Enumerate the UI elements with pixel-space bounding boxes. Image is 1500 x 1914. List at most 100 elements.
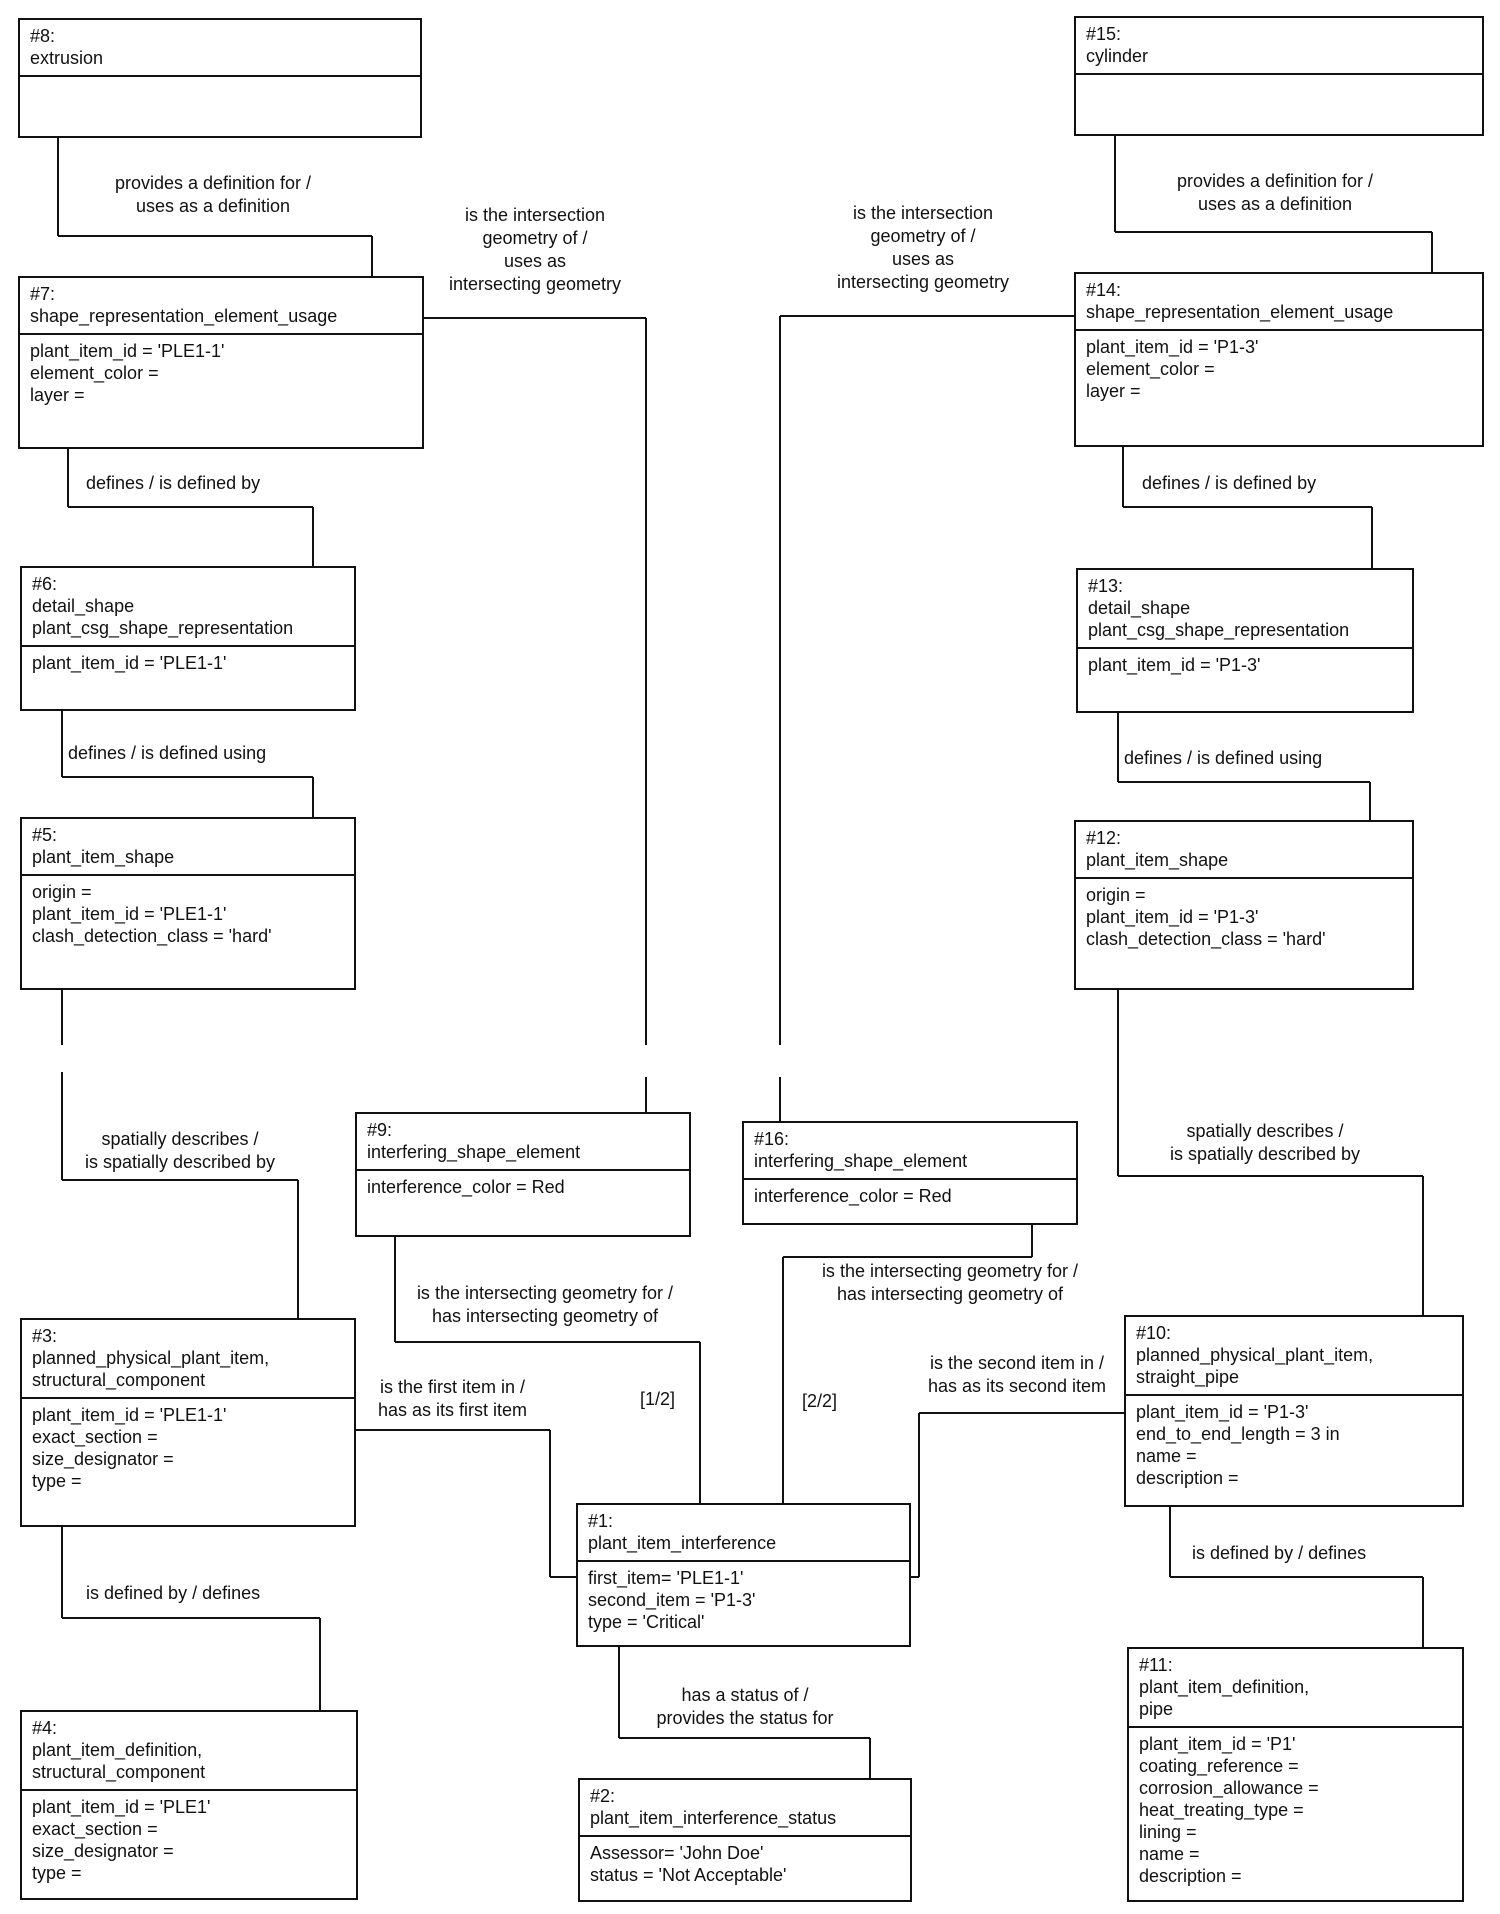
relation-label-line: is the first item in / [379, 1377, 526, 1397]
relation-label-line: uses as a definition [135, 196, 291, 216]
entity-attribute: corrosion_allowance = [1139, 1778, 1319, 1798]
entity-attribute: plant_item_id = 'P1-3' [1136, 1402, 1309, 1422]
relation-label-line: has as its second item [927, 1376, 1107, 1396]
relation-label-3-4: is defined by / defines [86, 1582, 260, 1605]
relation-label-9-1: is the intersecting geometry for /has in… [390, 1282, 700, 1328]
relation-label-line: is the intersection [464, 205, 606, 225]
entity-attributes: interference_color = Red [357, 1171, 689, 1202]
entity-attribute: size_designator = [32, 1449, 174, 1469]
entity-header: #16:interfering_shape_element [744, 1123, 1076, 1180]
entity-attributes: plant_item_id = 'P1'coating_reference =c… [1129, 1728, 1462, 1891]
entity-attribute: plant_item_id = 'P1-3' [1088, 655, 1261, 675]
entity-8-extrusion: #8:extrusion [18, 18, 422, 138]
entity-id: #6: [32, 574, 58, 594]
entity-type-name: pipe [1139, 1699, 1174, 1719]
relation-label-line: uses as a definition [1197, 194, 1353, 214]
relation-label-line: spatially describes / [1186, 1121, 1344, 1141]
entity-header: #12:plant_item_shape [1076, 822, 1412, 879]
entity-type-name: detail_shape [32, 596, 135, 616]
entity-type-name: plant_item_shape [32, 847, 175, 867]
entity-attribute: plant_item_id = 'P1-3' [1086, 907, 1259, 927]
entity-type-name: planned_physical_plant_item, [32, 1348, 270, 1368]
entity-type-name: shape_representation_element_usage [30, 306, 338, 326]
relation-label-16-1: is the intersecting geometry for /has in… [795, 1260, 1105, 1306]
entity-attribute: second_item = 'P1-3' [588, 1590, 756, 1610]
entity-id: #9: [367, 1120, 393, 1140]
relation-label-line: is defined by / defines [1192, 1543, 1367, 1563]
entity-attribute: layer = [1086, 381, 1141, 401]
entity-header: #11:plant_item_definition,pipe [1129, 1649, 1462, 1728]
entity-attributes: plant_item_id = 'PLE1-1'exact_section =s… [22, 1399, 354, 1496]
entity-type-name: cylinder [1086, 46, 1149, 66]
entity-15-cylinder: #15:cylinder [1074, 16, 1484, 136]
entity-9-interfering-shape-element: #9:interfering_shape_element interference… [355, 1112, 691, 1237]
entity-4-plant-item-definition: #4:plant_item_definition,structural_comp… [20, 1710, 358, 1900]
relation-label-3-1: is the first item in / has as its first i… [360, 1376, 545, 1422]
entity-3-planned-physical-plant-item: #3:planned_physical_plant_item,structura… [20, 1318, 356, 1527]
entity-attribute: plant_item_id = 'PLE1-1' [32, 904, 227, 924]
entity-attribute: type = [32, 1863, 82, 1883]
entity-id: #10: [1136, 1323, 1172, 1343]
entity-attribute: layer = [30, 385, 85, 405]
entity-id: #4: [32, 1718, 58, 1738]
entity-attribute: name = [1136, 1446, 1197, 1466]
relation-label-line: has a status of / [681, 1685, 809, 1705]
entity-attribute: plant_item_id = 'P1' [1139, 1734, 1296, 1754]
entity-attribute: exact_section = [32, 1819, 158, 1839]
entity-type-name: plant_item_interference [588, 1533, 777, 1553]
entity-header: #1:plant_item_interference [578, 1505, 909, 1562]
entity-attribute: Assessor= 'John Doe' [590, 1843, 764, 1863]
entity-type-name: plant_item_definition, [32, 1740, 203, 1760]
relation-label-10-11: is defined by / defines [1192, 1542, 1366, 1565]
entity-attribute: origin = [1086, 885, 1146, 905]
entity-header: #4:plant_item_definition,structural_comp… [22, 1712, 356, 1791]
entity-attributes: interference_color = Red [744, 1180, 1076, 1211]
entity-header: #7:shape_representation_element_usage [20, 278, 422, 335]
entity-attribute: end_to_end_length = 3 in [1136, 1424, 1340, 1444]
entity-type-name: structural_component [32, 1762, 206, 1782]
entity-type-name: structural_component [32, 1370, 206, 1390]
relation-label-line: is the second item in / [929, 1353, 1105, 1373]
entity-attribute: plant_item_id = 'PLE1-1' [32, 1405, 227, 1425]
entity-attribute: element_color = [30, 363, 159, 383]
entity-attribute: plant_item_id = 'PLE1-1' [30, 341, 225, 361]
entity-id: #2: [590, 1786, 616, 1806]
entity-id: #11: [1139, 1655, 1173, 1675]
relation-label-6-5: defines / is defined using [68, 742, 266, 765]
entity-attributes: plant_item_id = 'PLE1-1'element_color =l… [20, 335, 422, 410]
relation-label-line: has as its first item [377, 1400, 528, 1420]
entity-header: #2:plant_item_interference_status [580, 1780, 910, 1837]
relation-label-5-3: spatially describes /is spatially descri… [60, 1128, 300, 1174]
relation-label-12-10: spatially describes /is spatially descri… [1140, 1120, 1390, 1166]
relation-label-1-2: has a status of /provides the status for [625, 1684, 865, 1730]
entity-attributes [1076, 75, 1482, 84]
entity-attribute: heat_treating_type = [1139, 1800, 1304, 1820]
relation-label-7-6: defines / is defined by [86, 472, 260, 495]
entity-attributes: plant_item_id = 'P1-3'element_color =lay… [1076, 331, 1482, 406]
entity-header: #9:interfering_shape_element [357, 1114, 689, 1171]
entity-header: #10:planned_physical_plant_item,straight… [1126, 1317, 1462, 1396]
relation-label-line: spatially describes / [101, 1129, 259, 1149]
entity-id: #12: [1086, 828, 1122, 848]
entity-id: #15: [1086, 24, 1122, 44]
relation-label-line: provides a definition for / [1176, 171, 1374, 191]
relation-label-10-1: is the second item in / has as its second… [912, 1352, 1122, 1398]
relation-label-line: uses as [891, 249, 955, 269]
relation-label-line: has intersecting geometry of [836, 1284, 1064, 1304]
entity-attribute: exact_section = [32, 1427, 158, 1447]
entity-attributes: first_item= 'PLE1-1'second_item = 'P1-3'… [578, 1562, 909, 1637]
relation-label-14-13: defines / is defined by [1142, 472, 1316, 495]
relation-label-15-14: provides a definition for / uses as a def… [1140, 170, 1410, 216]
relation-label-line: is defined by / defines [86, 1583, 261, 1603]
entity-attribute: interference_color = Red [367, 1177, 565, 1197]
